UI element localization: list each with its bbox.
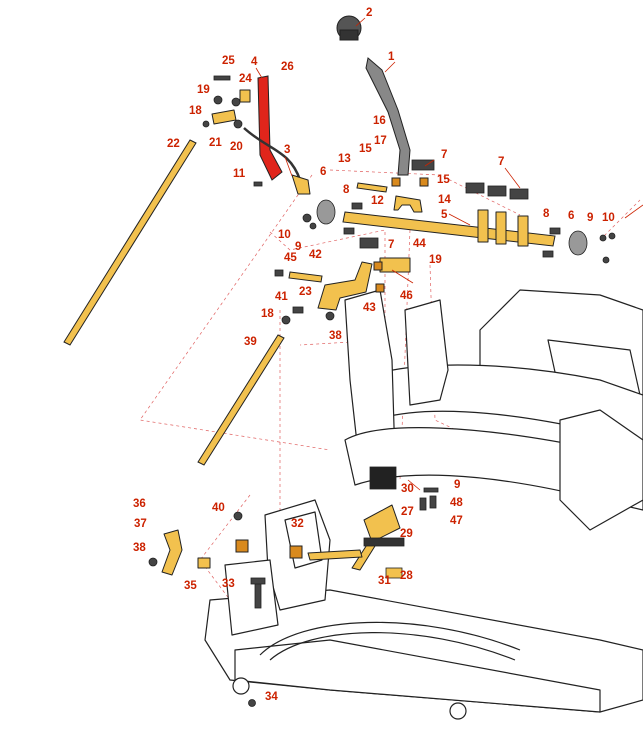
- callout-8a: 8: [343, 184, 350, 196]
- callout-19b: 19: [429, 254, 442, 266]
- callout-42: 42: [309, 249, 322, 261]
- callout-44: 44: [413, 238, 426, 250]
- callout-33: 33: [222, 578, 235, 590]
- callout-4: 4: [251, 56, 258, 68]
- callout-39: 39: [244, 336, 257, 348]
- callout-10b: 10: [602, 212, 615, 224]
- callout-30: 30: [401, 483, 414, 495]
- callout-7a: 7: [441, 149, 447, 161]
- callout-23: 23: [299, 286, 312, 298]
- callout-13: 13: [338, 153, 351, 165]
- hardware: [148, 75, 616, 707]
- callout-3: 3: [284, 144, 290, 156]
- callout-10a: 10: [278, 229, 291, 241]
- callout-8b: 8: [543, 208, 550, 220]
- callout-11: 11: [233, 168, 246, 180]
- callout-21: 21: [209, 137, 222, 149]
- leader-lines: [255, 17, 643, 491]
- callout-6a: 6: [320, 166, 326, 178]
- callout-12: 12: [371, 195, 384, 207]
- callout-9c: 9: [454, 479, 460, 491]
- callout-15a: 15: [359, 143, 372, 155]
- callout-6b: 6: [568, 210, 574, 222]
- callout-46: 46: [400, 290, 413, 302]
- callout-25: 25: [222, 55, 235, 67]
- callout-15b: 15: [437, 174, 450, 186]
- callout-36: 36: [133, 498, 146, 510]
- callout-40: 40: [212, 502, 225, 514]
- bushings: [235, 177, 429, 559]
- callout-43: 43: [363, 302, 376, 314]
- callout-47: 47: [450, 515, 463, 527]
- callout-1: 1: [388, 51, 395, 63]
- callout-20: 20: [230, 141, 243, 153]
- shift-lever: [336, 15, 411, 176]
- callout-9b: 9: [587, 212, 593, 224]
- callouts: 1 2 3 4 5 6 6 7 7 7 8 8 9 9 9 10 10 11 1…: [133, 7, 615, 703]
- callout-7b: 7: [498, 156, 504, 168]
- lever-arm-red: [257, 75, 283, 181]
- callout-26: 26: [281, 61, 294, 73]
- callout-17: 17: [374, 135, 387, 147]
- callout-38b: 38: [329, 330, 342, 342]
- callout-7c: 7: [388, 239, 394, 251]
- callout-2: 2: [366, 7, 372, 19]
- callout-14: 14: [438, 194, 451, 206]
- yellow-brackets: [161, 89, 529, 576]
- callout-27: 27: [401, 506, 414, 518]
- callout-16: 16: [373, 115, 386, 127]
- callout-28: 28: [400, 570, 413, 582]
- callout-24: 24: [239, 73, 252, 85]
- callout-19a: 19: [197, 84, 210, 96]
- callout-34: 34: [265, 691, 278, 703]
- chassis-frame: [204, 289, 643, 720]
- callout-5: 5: [441, 209, 448, 221]
- callout-32: 32: [291, 518, 304, 530]
- callout-29: 29: [400, 528, 413, 540]
- callout-18a: 18: [189, 105, 202, 117]
- callout-45: 45: [284, 252, 297, 264]
- callout-38a: 38: [133, 542, 146, 554]
- callout-41: 41: [275, 291, 288, 303]
- callout-37: 37: [134, 518, 147, 530]
- callout-9a: 9: [295, 241, 301, 253]
- callout-18b: 18: [261, 308, 274, 320]
- cable: [243, 127, 302, 181]
- callout-35: 35: [184, 580, 197, 592]
- callout-48: 48: [450, 497, 463, 509]
- callout-22: 22: [167, 138, 180, 150]
- callout-31: 31: [378, 575, 391, 587]
